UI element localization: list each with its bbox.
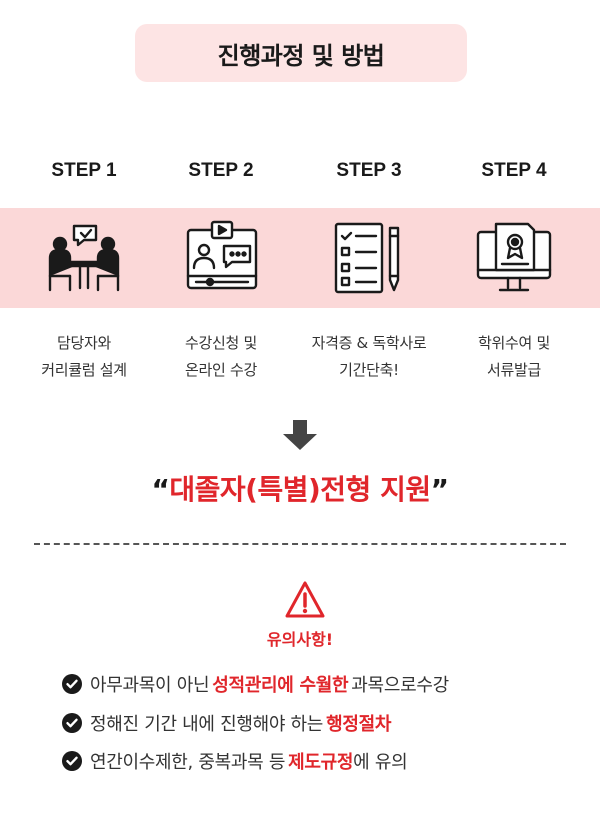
dashed-divider — [34, 543, 566, 545]
step-3-desc-line2: 기간단축! — [339, 361, 399, 379]
arrow-down-icon — [283, 420, 317, 450]
step-4-desc-line1: 학위수여 및 — [478, 334, 550, 352]
caution-title: 유의사항! — [266, 630, 334, 649]
step-3-label: STEP 3 — [336, 160, 402, 181]
caution-item-3-post: 에 유의 — [353, 752, 408, 773]
check-circle-icon — [62, 713, 82, 733]
certificate-monitor-icon — [471, 208, 557, 308]
slogan-open-quote: “ — [151, 473, 170, 506]
caution-item-2: 정해진 기간 내에 진행해야 하는 행정절차 — [62, 708, 582, 738]
caution-item-1-pre: 아무과목이 아닌 — [90, 675, 210, 696]
checklist-icon — [325, 208, 411, 308]
step-3-desc: 자격증 & 독학사로 기간단축! — [294, 330, 444, 384]
section-title: 진행과정 및 방법 — [135, 24, 467, 82]
step-1-desc: 담당자와 커리큘럼 설계 — [9, 330, 159, 384]
steps-icon-band — [0, 208, 600, 308]
check-circle-icon — [62, 674, 82, 694]
step-3-desc-line1: 자격증 & 독학사로 — [311, 334, 427, 352]
step-4-desc-line2: 서류발급 — [486, 361, 541, 379]
warning-icon — [285, 581, 325, 618]
caution-item-2-highlight: 행정절차 — [326, 714, 392, 735]
step-labels: STEP 1 STEP 2 STEP 3 STEP 4 — [0, 160, 600, 196]
step-4-desc: 학위수여 및 서류발급 — [439, 330, 589, 384]
step-descriptions: 담당자와 커리큘럼 설계 수강신청 및 온라인 수강 자격증 & 독학사로 기간… — [0, 330, 600, 390]
step-1-label: STEP 1 — [51, 160, 117, 181]
step-2-label: STEP 2 — [188, 160, 254, 181]
caution-item-3-highlight: 제도규정 — [288, 752, 354, 773]
caution-item-3-pre: 연간이수제한, 중복과목 등 — [90, 752, 286, 773]
caution-item-2-pre: 정해진 기간 내에 진행해야 하는 — [90, 714, 324, 735]
step-2-desc-line2: 온라인 수강 — [185, 361, 257, 379]
step-1-desc-line2: 커리큘럼 설계 — [41, 361, 127, 379]
video-lecture-icon — [179, 208, 265, 308]
step-2-desc: 수강신청 및 온라인 수강 — [146, 330, 296, 384]
slogan-close-quote: ” — [430, 473, 449, 506]
slogan: “대졸자(특별)전형 지원” — [0, 468, 600, 508]
step-1-desc-line1: 담당자와 — [56, 334, 111, 352]
consultation-icon — [41, 208, 127, 308]
caution-item-1-highlight: 성적관리에 수월한 — [212, 675, 349, 696]
slogan-text: 대졸자(특별)전형 지원 — [169, 473, 431, 506]
check-circle-icon — [62, 751, 82, 771]
step-2-desc-line1: 수강신청 및 — [185, 334, 257, 352]
caution-item-1: 아무과목이 아닌 성적관리에 수월한 과목으로수강 — [62, 669, 582, 699]
step-4-label: STEP 4 — [481, 160, 547, 181]
caution-item-1-post: 과목으로수강 — [351, 675, 449, 696]
